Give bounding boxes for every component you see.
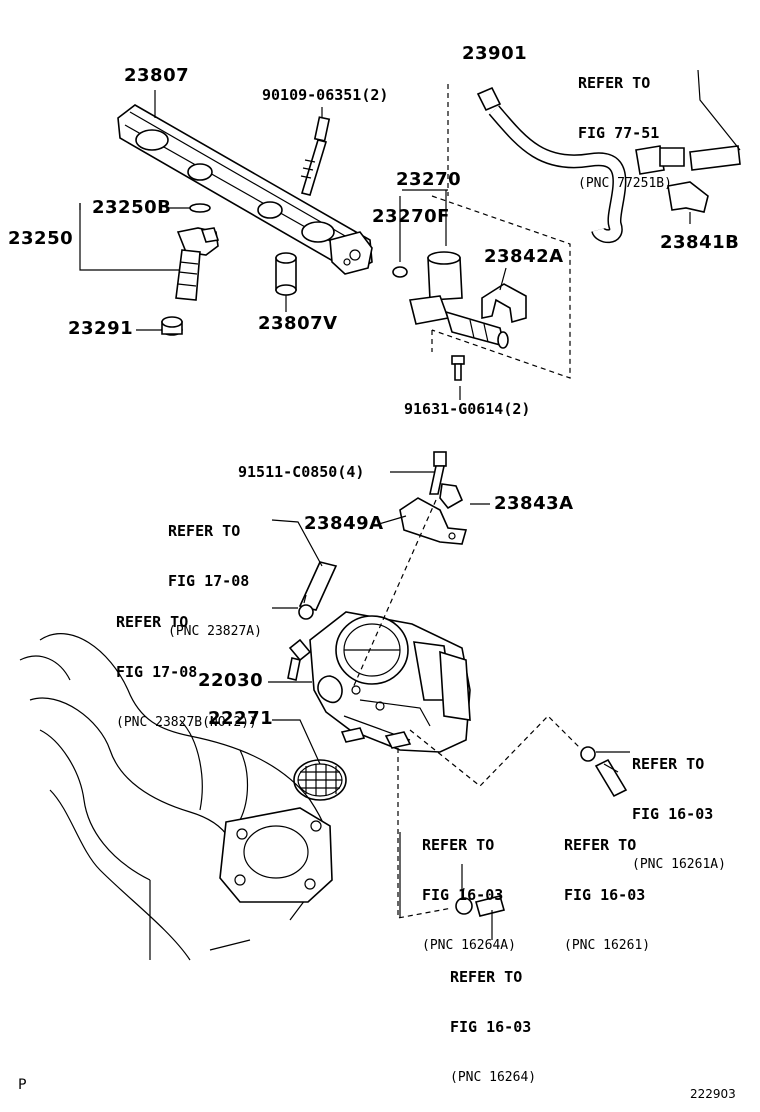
refer-block-16-03-d: REFER TO FIG 16-03 (PNC 16264): [450, 938, 536, 1100]
part-label-23807: 23807: [124, 65, 190, 86]
part-label-91511: 91511-C0850(4): [238, 463, 365, 481]
corner-mark: P: [18, 1077, 27, 1093]
refer-block-17-08-a: REFER TO FIG 17-08 (PNC 23827A): [168, 492, 262, 654]
refer-fig: FIG 16-03: [632, 805, 714, 823]
part-label-91631: 91631-G0614(2): [404, 400, 531, 418]
refer-fig: FIG 16-03: [564, 886, 646, 904]
figure-code: 222903: [690, 1087, 736, 1101]
part-label-23807v: 23807V: [258, 313, 338, 334]
injector-23250-drawing: [175, 227, 220, 301]
part-label-22030: 22030: [198, 670, 264, 691]
refer-fig: FIG 17-08: [116, 663, 198, 681]
refer-pnc: (PNC 23827B(NO.2)): [116, 715, 257, 730]
throttle-body-22030-drawing: [287, 611, 471, 753]
intake-manifold-drawing: [19, 633, 333, 961]
refer-block-16-03-c: REFER TO FIG 16-03 (PNC 16264A): [422, 806, 516, 968]
part-label-23849a: 23849A: [304, 513, 384, 534]
part-label-23843a: 23843A: [494, 493, 574, 514]
clip-23842a-drawing: [481, 283, 527, 324]
refer-line: REFER TO: [450, 968, 523, 986]
hose-23827a-drawing: [298, 561, 338, 611]
clip-23843a-drawing: [439, 483, 464, 510]
regulator-23270-drawing: [392, 251, 509, 349]
part-label-22271: 22271: [208, 708, 274, 729]
refer-pnc: (PNC 16261): [564, 938, 651, 953]
bolt-91631-drawing: [451, 355, 465, 381]
refer-pnc: (PNC 77251B): [578, 176, 672, 191]
refer-fig: FIG 16-03: [422, 886, 504, 904]
refer-line: REFER TO: [116, 613, 189, 631]
refer-pnc: (PNC 16261A): [632, 857, 726, 872]
refer-line: REFER TO: [578, 74, 651, 92]
insulator-23291-drawing: [161, 316, 183, 336]
hose-16261-drawing: [580, 746, 628, 798]
part-label-23250b: 23250B: [92, 197, 172, 218]
part-label-23291: 23291: [68, 318, 134, 339]
refer-line: REFER TO: [632, 755, 705, 773]
refer-block-77-51: REFER TO FIG 77-51 (PNC 77251B): [578, 44, 672, 206]
gasket-22271-drawing: [293, 759, 347, 801]
refer-line: REFER TO: [564, 836, 637, 854]
o-ring-23250b-drawing: [189, 203, 211, 213]
bolt-90109-drawing: [300, 116, 331, 196]
fuel-rail-drawing: [117, 104, 373, 275]
refer-block-17-08-b: REFER TO FIG 17-08 (PNC 23827B(NO.2)): [116, 583, 257, 745]
part-label-23842a: 23842A: [484, 246, 564, 267]
refer-fig: FIG 16-03: [450, 1018, 532, 1036]
bracket-23849a-drawing: [399, 497, 468, 545]
refer-block-16-03-b: REFER TO FIG 16-03 (PNC 16261): [564, 806, 650, 968]
part-label-23250: 23250: [8, 228, 74, 249]
part-label-23841b: 23841B: [660, 232, 740, 253]
part-label-23270: 23270: [396, 169, 462, 190]
leader-lines: [79, 69, 741, 940]
refer-line: REFER TO: [422, 836, 495, 854]
refer-fig: FIG 17-08: [168, 572, 250, 590]
hose-77-51-drawing: [689, 145, 741, 171]
clamp-23827b-drawing: [298, 594, 314, 620]
clip-23841b-drawing: [667, 181, 709, 213]
refer-block-16-03-a: REFER TO FIG 16-03 (PNC 16261A): [632, 725, 726, 887]
refer-pnc: (PNC 16264): [450, 1070, 537, 1085]
spacer-23807v-drawing: [275, 252, 297, 296]
refer-fig: FIG 77-51: [578, 124, 660, 142]
refer-pnc: (PNC 23827A): [168, 624, 262, 639]
part-label-23901: 23901: [462, 43, 528, 64]
refer-pnc: (PNC 16264A): [422, 938, 516, 953]
fuel-hose-23901-drawing: [476, 86, 685, 244]
refer-line: REFER TO: [168, 522, 241, 540]
part-label-90109: 90109-06351(2): [262, 86, 389, 104]
bolt-91511-drawing: [429, 451, 447, 495]
hose-16264-drawing: [455, 887, 505, 917]
part-label-23270f: 23270F: [372, 206, 450, 227]
